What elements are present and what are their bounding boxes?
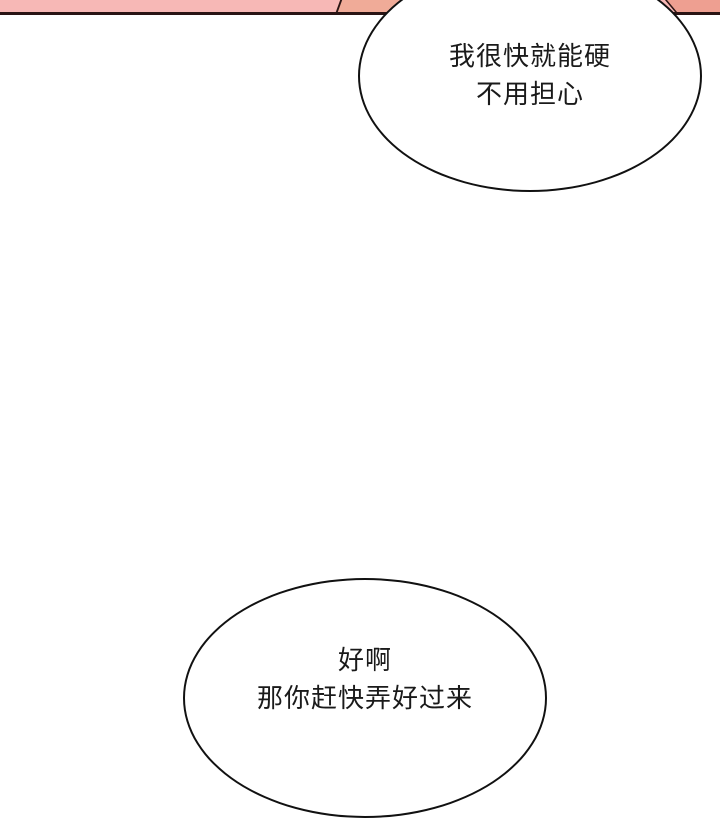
dialogue-line: 那你赶快弄好过来 xyxy=(256,684,473,714)
dialogue-line: 我很快就能硬 xyxy=(448,42,611,72)
dialogue-line: 不用担心 xyxy=(475,80,584,110)
speech-bubble-1: 我很快就能硬 不用担心 xyxy=(358,0,702,192)
dialogue-line: 好啊 xyxy=(337,646,392,676)
speech-bubble-2: 好啊 那你赶快弄好过来 xyxy=(183,578,547,818)
